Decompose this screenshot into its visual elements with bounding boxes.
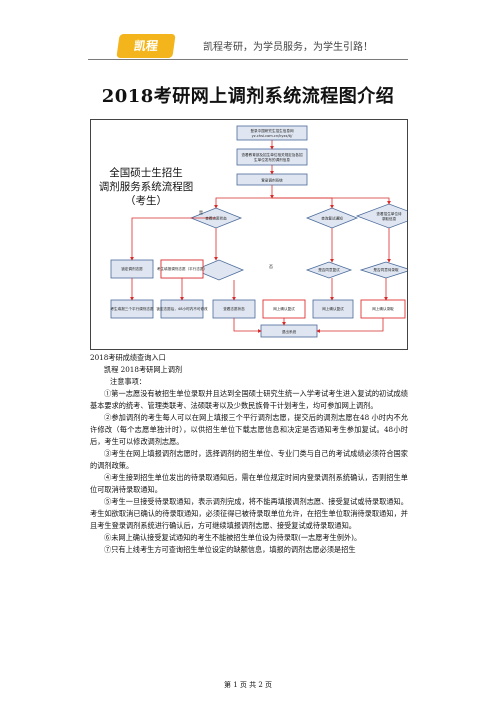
note-item: ②参加调剂的考生每人可以在网上填报三个平行调剂志愿，提交后的调剂志愿在48 小时… [90, 413, 408, 446]
page-number: 第 1 页 共 2 页 [223, 681, 273, 689]
score-query-link[interactable]: 2018考研成绩查询入口 [90, 353, 166, 362]
flow-text-plan-1: 查看招生单位待 [376, 211, 402, 216]
flow-text-confirm: 是否同意复试 [318, 267, 340, 272]
flowchart-svg: 登录中国研究生招生信息网 yz.chsi.com.cn/kyzx/tj/ 查看教… [110, 125, 407, 338]
flowchart-image: 全国硕士生招生 调剂服务系统流程图 （考生） [90, 119, 408, 350]
note-item: ⑤考生一旦接受待录取通知，表示调剂完成，将不能再填报调剂志愿、接受复试或待录取通… [90, 497, 408, 530]
flow-label-yes: 是 [199, 209, 203, 215]
flow-text-online: 网上确认复试 [273, 306, 295, 311]
flow-text-accept: 是否同意待录取 [373, 267, 399, 272]
flow-text-check: 查看志愿状态 [223, 306, 245, 311]
flow-box-query [236, 148, 308, 166]
flow-diamond-retest [305, 207, 359, 229]
flow-diamond-lock [193, 259, 245, 281]
flow-text-wait: 锁定志愿后，48小时内不可修改 [156, 306, 208, 311]
note-item: ③考生在网上填报调剂志愿时，选择调剂的招生单位、专业门类与自己的考试成绩必须符合… [90, 449, 408, 470]
kaicheng-logo: 凯程 [116, 34, 176, 58]
flow-text-query-2: 生单位发布的调剂信息 [254, 157, 290, 162]
page-title: 2018考研网上调剂系统流程图介绍 [101, 86, 395, 107]
flow-text-query-1: 查看教育部及招生单位相关规定及各招 [241, 152, 302, 157]
subtitle-line: 凯程 2018考研网上调剂 [104, 365, 183, 374]
flow-text-status: 查看志愿状态 [205, 216, 227, 221]
flow-text-login-1: 登录中国研究生招生信息网 [250, 128, 294, 133]
flow-label-no: 否 [269, 264, 273, 269]
flow-text-enter: 登录调剂系统 [261, 178, 283, 183]
flow-text-plan-2: 录取信息 [382, 216, 397, 221]
flow-text-retest: 查询复试通知 [321, 216, 343, 221]
flow-text-end: 退出系统 [282, 329, 297, 334]
flow-text-confirm-admit: 网上确认录取 [372, 306, 394, 311]
flowchart-heading-line: （考生） [125, 195, 167, 207]
flowchart-heading: 全国硕士生招生 调剂服务系统流程图 （考生） [93, 166, 199, 208]
note-item: ⑥未网上确认接受复试通知的考生不能被招生单位设为待录取(一志愿考生例外)。 [104, 533, 362, 542]
note-item: ①第一志愿没有被招生单位录取并且达到全国硕士研究生统一入学考试考生进入复试的初试… [90, 389, 408, 410]
note-item: ⑦只有上线考生方可查询招生单位设定的缺额信息，填报的调剂志愿必须是招生 [104, 545, 356, 554]
flow-text-lock: 锁定调剂志愿 [121, 266, 143, 271]
flow-text-three: 考生填报三个平行调剂志愿 [110, 306, 154, 311]
notes-heading: 注意事项： [110, 377, 146, 386]
flow-text-fill: 考生填报调剂志愿（平行志愿） [157, 266, 207, 271]
flowchart-heading-line: 全国硕士生招生 [109, 167, 183, 179]
flow-diamond-accept [359, 261, 407, 279]
notes-section: 2018考研成绩查询入口 凯程 2018考研网上调剂 注意事项： ①第一志愿没有… [90, 352, 408, 556]
header-divider [88, 59, 408, 60]
flow-text-online2: 网上确认复试 [322, 306, 344, 311]
flowchart-heading-line: 调剂服务系统流程图 [98, 181, 194, 193]
flow-text-login-2: yz.chsi.com.cn/kyzx/tj/ [252, 134, 293, 138]
header-slogan: 凯程考研，为学员服务，为学生引路！ [203, 42, 373, 53]
flow-diamond-confirm [305, 261, 353, 279]
note-item: ④考生接到招生单位发出的待录取通知后，需在单位规定时间内登录调剂系统确认，否则招… [90, 473, 408, 494]
flow-diamond-admit [355, 203, 407, 229]
